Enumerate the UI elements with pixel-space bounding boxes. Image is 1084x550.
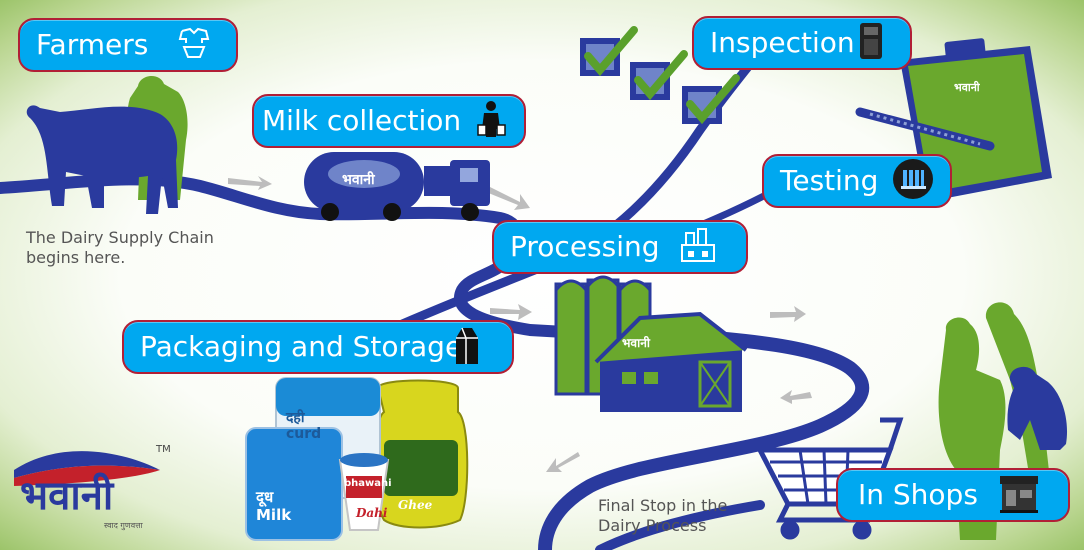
milk-carton-icon [452,324,482,370]
start-caption-line2: begins here. [26,248,126,267]
shop-road-lower [595,500,765,550]
stage-label: Farmers [36,28,149,61]
curd-bag-line2: curd [286,426,322,442]
end-caption-line2: Dairy Process [598,516,707,535]
brand-logo-text: भवानी [20,473,114,519]
inspection-checkmarks [580,26,740,125]
flow-arrows [228,176,812,472]
cup-dahi-label: Dahi [356,506,388,520]
milk-tanker-truck [304,152,490,221]
milk-bag-line1: दूध [256,488,274,506]
start-caption-line1: The Dairy Supply Chain [26,228,214,247]
stage-processing: Processing [492,220,748,274]
stage-milk-collection: Milk collection [252,94,526,148]
truck-brand-mark: भवानी [342,172,375,188]
milk-bag-line2: Milk [256,506,292,524]
bhawani-logo [14,451,160,486]
stage-testing: Testing [762,154,952,208]
milkman-icon [474,99,508,143]
ghee-jar-label: Ghee [398,498,433,512]
cow-and-farmer [26,75,188,214]
stage-inspection: Inspection [692,16,912,70]
curd-bag-label: दही curd [286,410,356,442]
milk-bag [245,427,343,541]
curd-bag-line1: दही [286,410,305,426]
shirt-icon [176,25,212,65]
machine-icon [856,21,886,65]
factory-icon [678,225,718,269]
stage-label: Milk collection [262,104,462,137]
stage-label: In Shops [858,478,978,511]
stage-label: Processing [510,230,660,263]
stage-packaging-storage: Packaging and Storage [122,320,514,374]
stage-label: Packaging and Storage [140,330,463,363]
brand-tagline: स्वाद गुणवत्ता [104,521,143,530]
milk-bag-label: दूध Milk [256,488,316,524]
shop-road [538,323,870,550]
product-display [245,377,469,541]
stage-label: Testing [780,164,879,197]
stage-label: Inspection [710,26,855,59]
storefront-icon [998,472,1040,518]
processing-plant [554,275,748,412]
trademark-symbol: TM [156,444,171,455]
cow-silhouette [26,105,178,214]
clipboard-brand-mark: भवानी [954,81,980,94]
end-caption-line1: Final Stop in the [598,496,728,515]
test-tubes-icon [892,158,934,204]
stage-farmers: Farmers [18,18,238,72]
cup-brand-label: bhawani [344,478,392,489]
end-caption: Final Stop in the Dairy Process [598,496,727,536]
barn-brand-mark: भवानी [622,336,650,350]
start-caption: The Dairy Supply Chain begins here. [26,228,214,268]
stage-in-shops: In Shops [836,468,1070,522]
